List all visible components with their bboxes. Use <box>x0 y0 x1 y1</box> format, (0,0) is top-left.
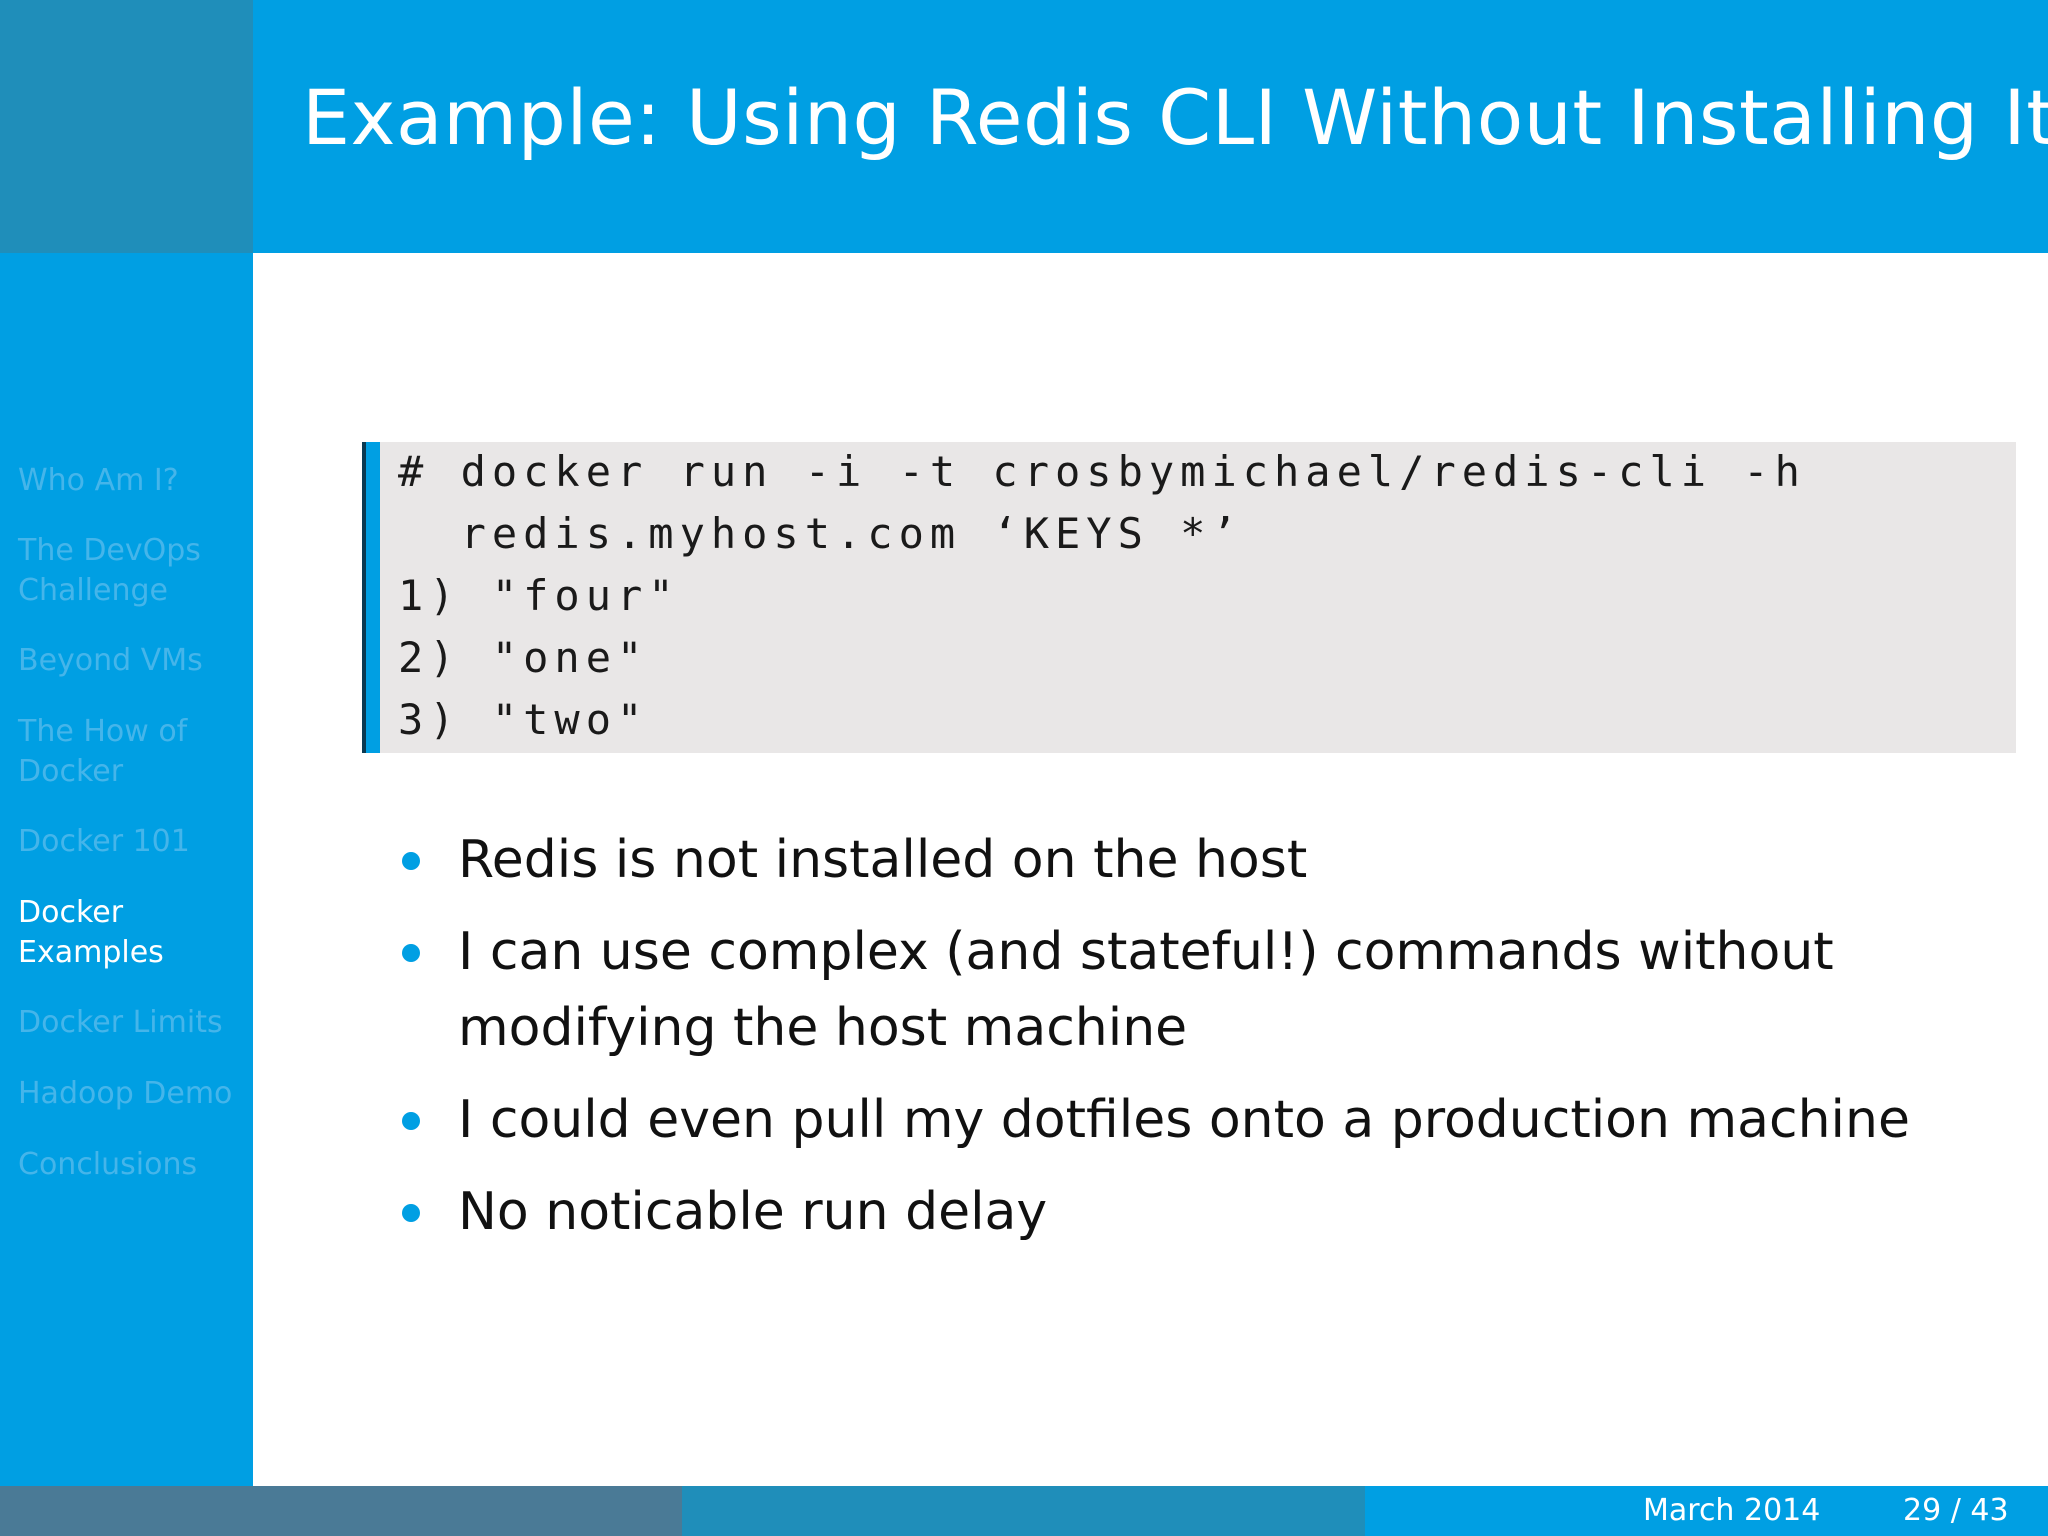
list-item: I can use complex (and stateful!) comman… <box>392 914 1992 1066</box>
sidebar-item-hadoop-demo[interactable]: Hadoop Demo <box>18 1074 250 1114</box>
sidebar-item-label: Conclusions <box>18 1147 198 1182</box>
bullet-icon <box>402 1204 420 1222</box>
bullet-icon <box>402 1112 420 1130</box>
bullet-text: I could even pull my dotfiles onto a pro… <box>458 1090 1910 1150</box>
footer <box>0 1486 2048 1536</box>
sidebar-item-docker-examples[interactable]: Docker Examples <box>18 893 250 973</box>
list-item: No noticable run delay <box>392 1174 1992 1250</box>
footer-segment-left <box>0 1486 682 1536</box>
footer-segment-right <box>1365 1486 2048 1536</box>
page-number: 29 / 43 <box>1903 1493 2009 1528</box>
code-line: 1) "four" <box>398 571 680 620</box>
code-line: 2) "one" <box>398 633 649 682</box>
sidebar-item-docker-101[interactable]: Docker 101 <box>18 822 250 862</box>
sidebar-item-devops-challenge[interactable]: The DevOps Challenge <box>18 531 250 611</box>
sidebar-item-label: Examples <box>18 935 164 970</box>
footer-segment-middle <box>682 1486 1365 1536</box>
code-line: 3) "two" <box>398 695 649 744</box>
sidebar-item-who-am-i[interactable]: Who Am I? <box>18 461 250 501</box>
sidebar-item-label: Challenge <box>18 573 168 608</box>
sidebar-item-label: Docker <box>18 895 124 930</box>
header-corner <box>0 0 253 253</box>
sidebar-item-label: Hadoop Demo <box>18 1076 233 1111</box>
slide-title: Example: Using Redis CLI Without Install… <box>302 73 2048 162</box>
bullet-text: No noticable run delay <box>458 1182 1048 1242</box>
bullet-text: I can use complex (and stateful!) comman… <box>458 922 1834 1058</box>
sidebar-item-label: Docker Limits <box>18 1005 223 1040</box>
sidebar <box>0 253 253 1486</box>
list-item: I could even pull my dotfiles onto a pro… <box>392 1082 1992 1158</box>
sidebar-item-docker-limits[interactable]: Docker Limits <box>18 1003 250 1043</box>
sidebar-item-label: Docker <box>18 754 124 789</box>
sidebar-item-label: The How of <box>18 714 188 749</box>
sidebar-item-label: The DevOps <box>18 533 201 568</box>
bullet-list: Redis is not installed on the host I can… <box>392 822 1992 1266</box>
sidebar-item-conclusions[interactable]: Conclusions <box>18 1145 250 1185</box>
code-line: redis.myhost.com ‘KEYS *’ <box>398 509 1243 558</box>
code-block-accent <box>366 442 380 753</box>
code-line: # docker run -i -t crosbymichael/redis-c… <box>398 447 1806 496</box>
bullet-text: Redis is not installed on the host <box>458 830 1308 890</box>
list-item: Redis is not installed on the host <box>392 822 1992 898</box>
sidebar-item-beyond-vms[interactable]: Beyond VMs <box>18 641 250 681</box>
sidebar-item-label: Docker 101 <box>18 824 190 859</box>
footer-date: March 2014 <box>1643 1493 1821 1528</box>
sidebar-item-label: Beyond VMs <box>18 643 203 678</box>
code-block <box>380 442 2016 753</box>
sidebar-item-how-of-docker[interactable]: The How of Docker <box>18 712 250 792</box>
bullet-icon <box>402 852 420 870</box>
sidebar-item-label: Who Am I? <box>18 463 179 498</box>
slide-header <box>253 0 2048 253</box>
bullet-icon <box>402 944 420 962</box>
